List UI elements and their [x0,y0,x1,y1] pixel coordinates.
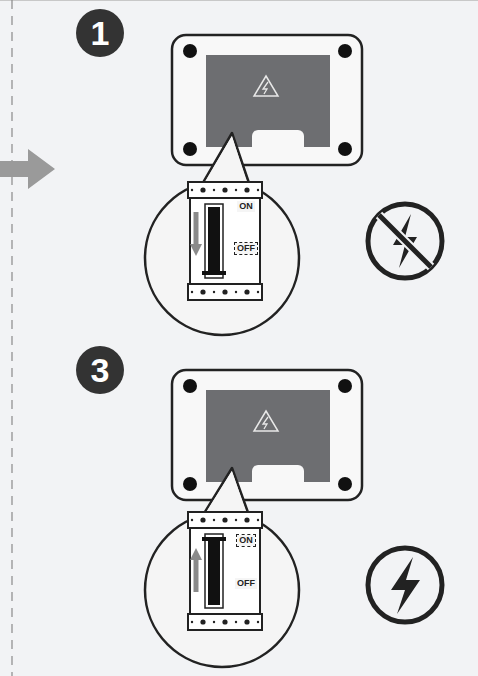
terminal-screw [200,289,205,294]
flow-arrow [0,149,55,189]
terminal-dot [191,189,193,191]
terminal-strip [188,284,262,300]
mount-hole [183,142,197,156]
step-number: 1 [76,9,124,57]
warning-bolt [263,82,268,94]
mount-hole [338,379,352,393]
terminal-screw [244,517,249,522]
arrow-head [190,548,202,560]
bubble-tail-fill [203,136,247,185]
switch-position-label: OFF [235,578,257,589]
icon-ring [368,204,442,278]
mount-hole [183,44,197,58]
slash [379,215,431,267]
bubble-tail [200,133,250,188]
terminal-dot [257,189,259,191]
terminal-screw [200,187,205,192]
mount-hole [183,379,197,393]
terminal-dot [213,621,215,623]
switch-direction-arrow [194,560,199,592]
step-number: 3 [76,346,124,394]
switch-position-label: OFF [235,243,257,254]
terminal-screw [200,619,205,624]
terminal-dot [191,621,193,623]
toggle-slot [205,204,223,278]
terminal-dot [235,189,237,191]
bolt [391,557,420,614]
electrical-panel [145,370,362,667]
terminal-dot [235,621,237,623]
arrow-head [190,244,202,256]
toggle-slot [205,534,223,608]
terminal-dot [191,519,193,521]
terminal-screw [222,517,227,522]
icon-ring [368,548,442,622]
terminal-screw [222,289,227,294]
breaker-group [188,182,262,630]
panel-housing [172,35,362,165]
terminal-dot [213,189,215,191]
terminal-strip [188,614,262,630]
slash-gap [379,215,431,267]
terminal-dot [235,519,237,521]
zoom-bubble [145,181,299,335]
terminal-dot [213,291,215,293]
circuit-breaker [188,182,262,300]
switch-position-label: ON [237,535,255,546]
power-icon [368,548,442,622]
power-icons [368,204,442,622]
terminal-screw [222,187,227,192]
terminal-dot [235,291,237,293]
switch-position-label: ON [237,201,255,212]
bubble-tail-fill [203,471,247,517]
cover-notch [252,130,304,154]
terminal-screw [244,187,249,192]
mount-hole [338,477,352,491]
mount-hole [338,44,352,58]
switch-direction-arrow [194,212,199,244]
warning-triangle [254,76,278,96]
circuit-breaker [188,512,262,630]
terminal-dot [257,621,259,623]
terminal-screw [244,619,249,624]
terminal-dot [213,519,215,521]
terminal-screw [244,289,249,294]
breaker-body [190,528,260,614]
toggle-handle [202,271,226,275]
terminal-dot [257,291,259,293]
terminal-screw [200,517,205,522]
toggle-handle [202,537,226,541]
panel-group [145,35,362,667]
warning-bolt [263,417,268,429]
terminal-strip [188,182,262,198]
terminal-dot [191,291,193,293]
terminal-dot [257,519,259,521]
breaker-body [190,198,260,284]
toggle-lever [208,207,220,275]
warning-triangle [254,411,278,431]
divider-line [11,0,12,676]
mount-hole [183,477,197,491]
terminal-screw [222,619,227,624]
panel-housing [172,370,362,500]
electrical-panel [145,35,362,335]
step-number-text: 3 [91,353,110,387]
terminal-strip [188,512,262,528]
zoom-bubble [145,513,299,667]
toggle-lever [208,537,220,605]
no-power-icon [368,204,442,278]
top-rule [0,0,478,1]
step-number-text: 1 [91,16,110,50]
cover-notch [252,465,304,489]
mount-hole [338,142,352,156]
